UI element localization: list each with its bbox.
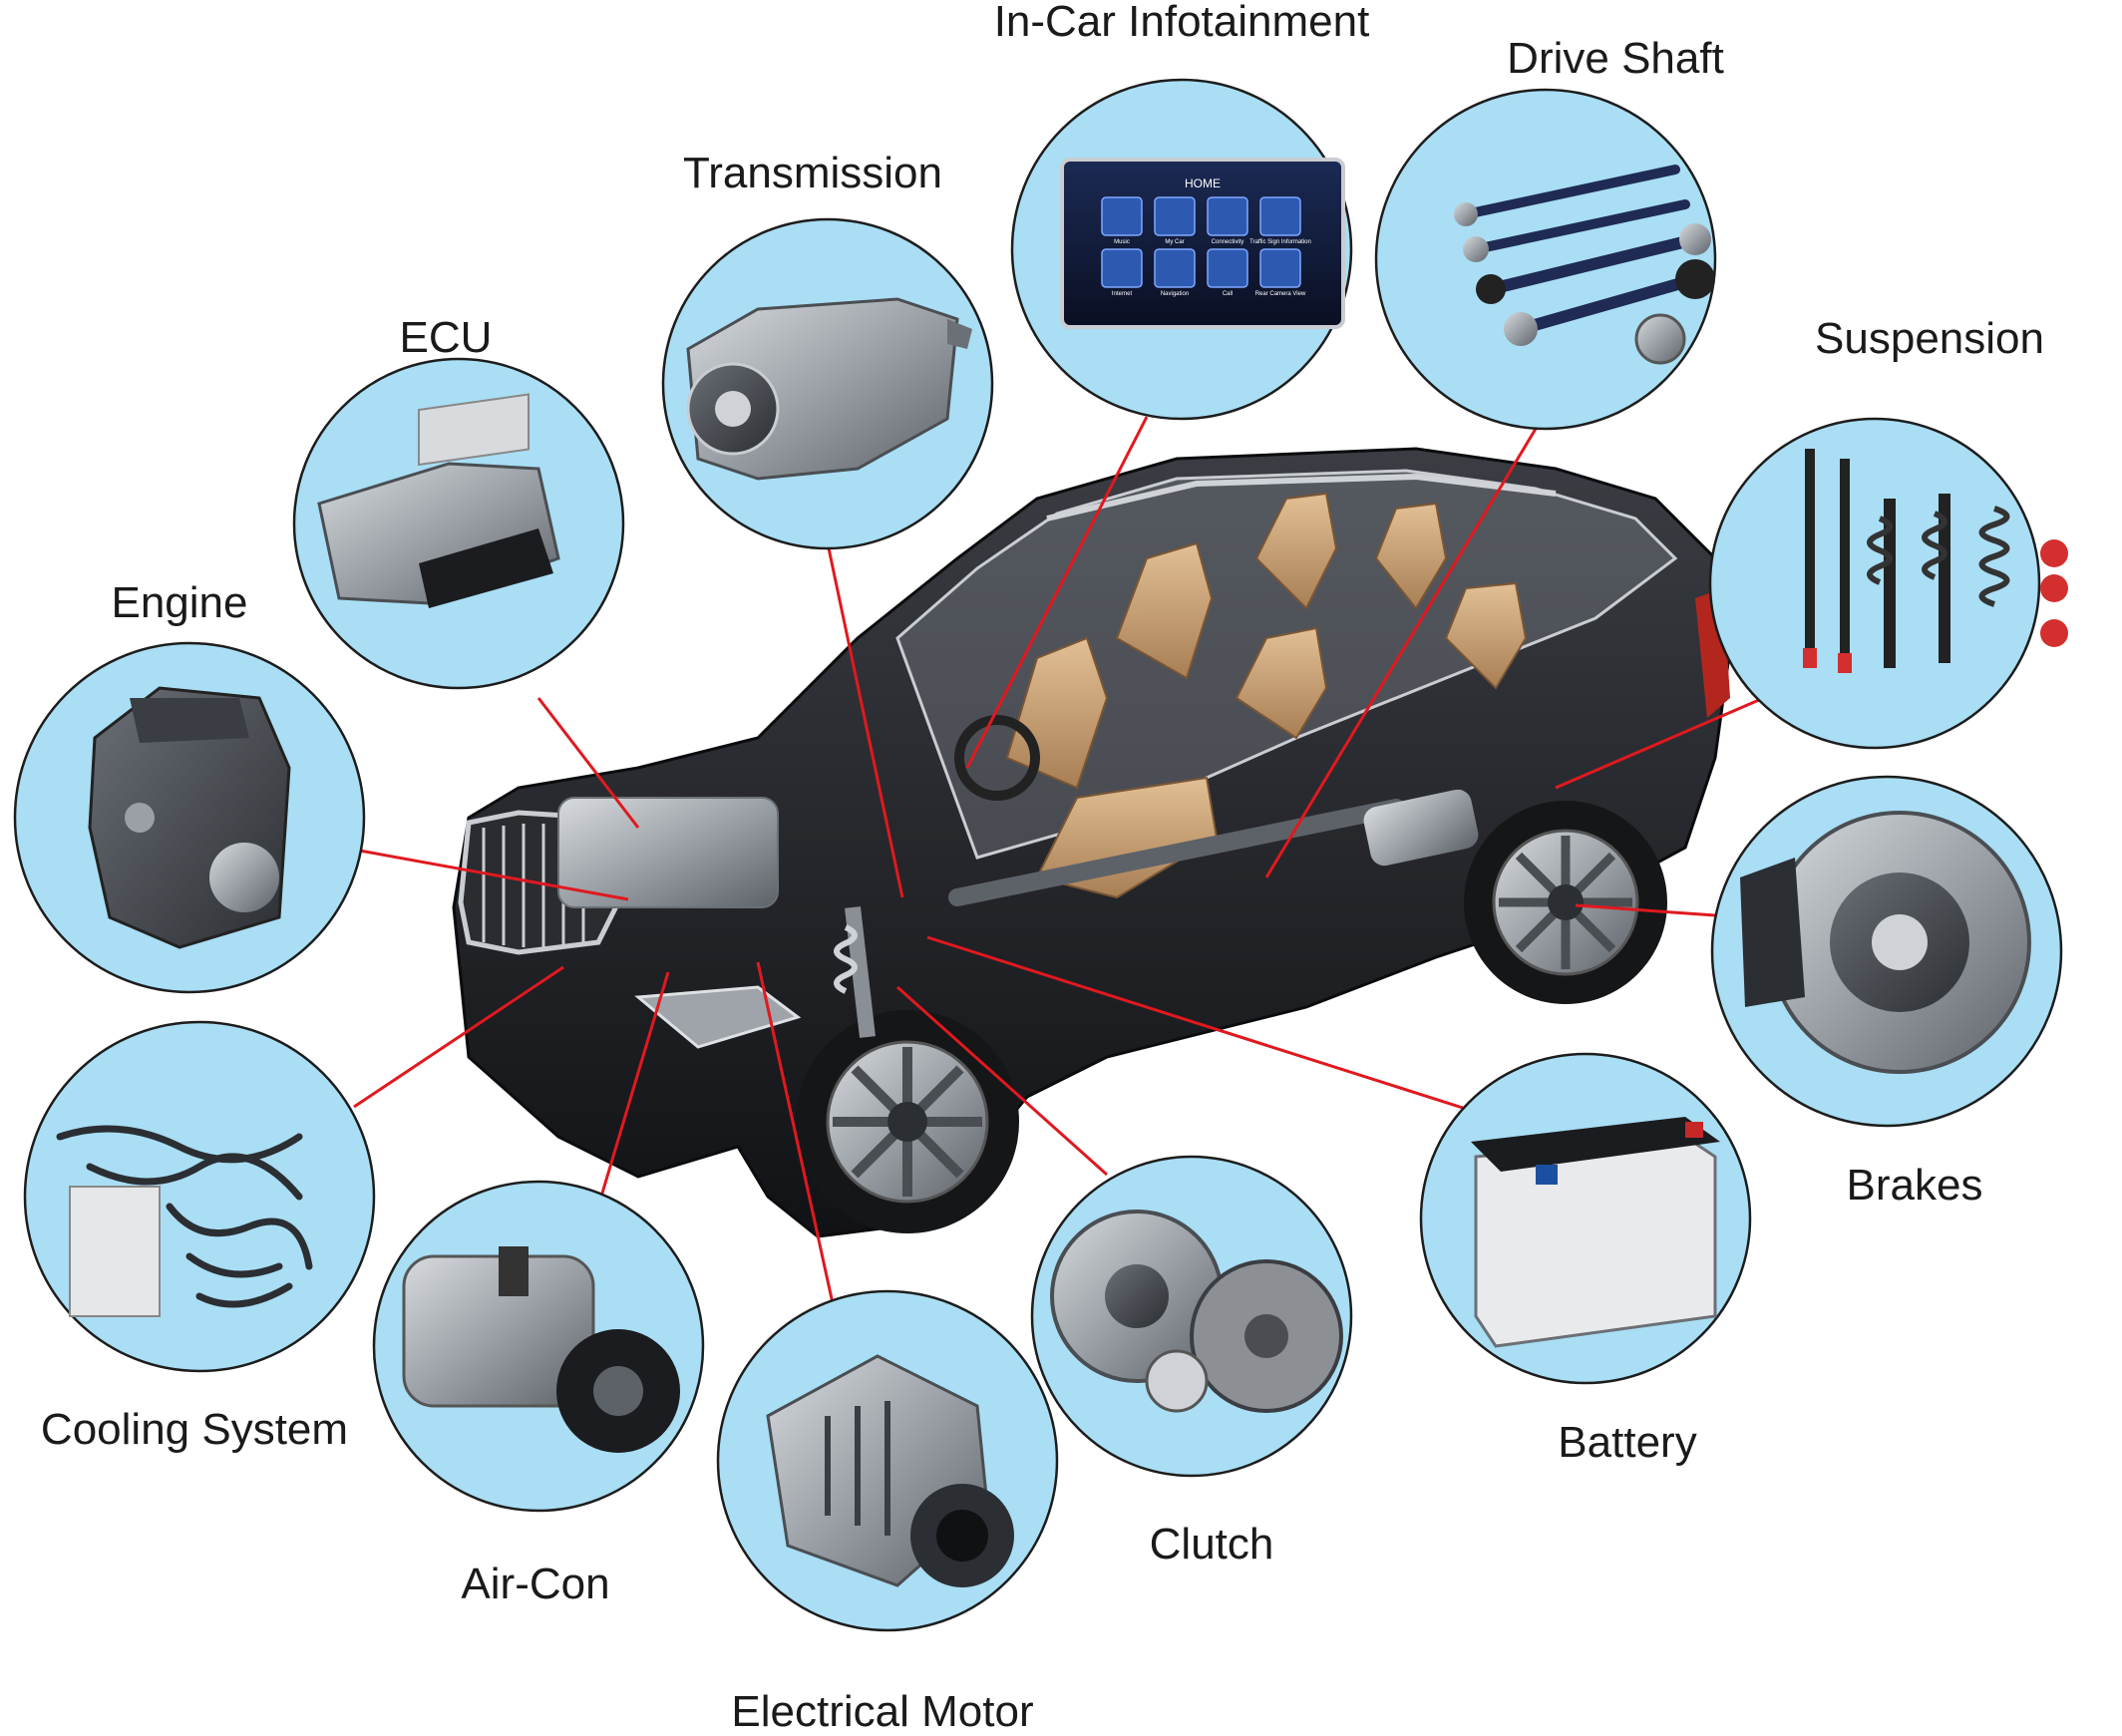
steering-wheel-icon bbox=[954, 715, 1040, 801]
leader-line-transmission bbox=[826, 542, 904, 898]
engine-block-icon bbox=[88, 686, 291, 949]
cutaway-suv-icon bbox=[452, 447, 1732, 1238]
screen-app-label: Traffic Sign Information bbox=[1249, 239, 1311, 245]
bubble-transmission bbox=[661, 217, 994, 550]
screen-header: HOME bbox=[1185, 176, 1221, 190]
bubble-ecu bbox=[292, 357, 625, 690]
rear-wheel bbox=[1464, 801, 1667, 1004]
front-wheel bbox=[796, 1010, 1019, 1233]
leader-line-battery bbox=[926, 935, 1467, 1111]
headlight bbox=[634, 985, 802, 1049]
label-brakes: Brakes bbox=[1846, 1161, 1983, 1210]
leader-line-engine bbox=[353, 848, 629, 901]
bubble-aircon bbox=[372, 1180, 705, 1513]
screen-app-label: My Car bbox=[1165, 239, 1184, 245]
bubble-driveshaft bbox=[1374, 88, 1717, 431]
drive-shaft-icon bbox=[1454, 165, 1715, 365]
leader-lines bbox=[353, 416, 1811, 1327]
label-suspension: Suspension bbox=[1815, 314, 2044, 363]
bubble-infotainment: HOME Music My Car Connectivity Traffic S… bbox=[1010, 78, 1353, 421]
label-driveshaft: Drive Shaft bbox=[1507, 34, 1724, 83]
label-aircon: Air-Con bbox=[461, 1560, 610, 1608]
car-battery-icon bbox=[1471, 1117, 1720, 1348]
screen-app-label: Music bbox=[1114, 239, 1130, 245]
screen-app-label: Navigation bbox=[1161, 291, 1189, 297]
rear-differential bbox=[1363, 789, 1479, 867]
seat-row-rear bbox=[1235, 492, 1528, 740]
propeller-shaft bbox=[948, 799, 1405, 906]
label-transmission: Transmission bbox=[683, 149, 942, 197]
leader-line-aircon bbox=[596, 971, 670, 1208]
bubble-clutch bbox=[1030, 1155, 1353, 1478]
leader-line-infotainment bbox=[965, 416, 1149, 769]
label-ecu: ECU bbox=[399, 313, 493, 362]
ecu-module-icon bbox=[317, 393, 560, 608]
bubble-engine bbox=[13, 641, 366, 994]
leader-line-motor bbox=[756, 961, 840, 1327]
suspension-shock-icon bbox=[1803, 449, 2068, 673]
bubble-cooling bbox=[23, 1020, 376, 1373]
bubble-brakes bbox=[1710, 775, 2063, 1128]
screen-app-label: Rear Camera View bbox=[1255, 291, 1306, 297]
ac-compressor-icon bbox=[402, 1246, 680, 1453]
leader-line-driveshaft bbox=[1264, 428, 1538, 878]
screen-app-label: Call bbox=[1223, 291, 1233, 297]
leader-line-brakes bbox=[1575, 903, 1716, 917]
transmission-icon bbox=[686, 297, 972, 481]
label-infotainment: In-Car Infotainment bbox=[993, 0, 1370, 46]
label-cooling: Cooling System bbox=[40, 1405, 349, 1454]
bubble-suspension bbox=[1708, 417, 2068, 750]
clutch-kit-icon bbox=[1050, 1210, 1343, 1413]
alternator-motor-icon bbox=[766, 1354, 1014, 1587]
label-clutch: Clutch bbox=[1149, 1520, 1274, 1568]
infotainment-screen-icon: HOME Music My Car Connectivity Traffic S… bbox=[1060, 158, 1345, 329]
label-motor: Electrical Motor bbox=[731, 1687, 1034, 1736]
leader-line-clutch bbox=[895, 985, 1109, 1177]
brake-disc-icon bbox=[1740, 811, 2031, 1074]
screen-app-label: Connectivity bbox=[1212, 239, 1244, 245]
leader-line-ecu bbox=[536, 697, 640, 829]
cooling-hoses-icon bbox=[56, 1125, 313, 1317]
engine-bay bbox=[557, 797, 779, 908]
leader-line-cooling bbox=[353, 965, 564, 1109]
label-engine: Engine bbox=[111, 578, 248, 627]
label-battery: Battery bbox=[1558, 1418, 1697, 1467]
bubble-battery bbox=[1419, 1052, 1752, 1385]
screen-app-label: Internet bbox=[1112, 291, 1133, 297]
front-strut bbox=[845, 906, 876, 1038]
bubble-motor bbox=[716, 1289, 1059, 1632]
